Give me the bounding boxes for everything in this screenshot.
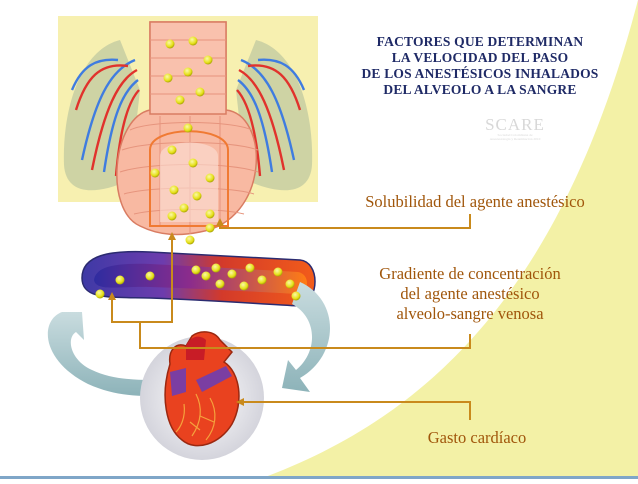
circulation-arrow-icon [47,282,330,396]
background-wedge [260,0,638,479]
label-cardiac-output-text: Gasto cardíaco [427,428,527,447]
label-gradient-line: del agente anestésico [400,284,540,303]
connector-gradient [111,236,471,349]
title-line: LA VELOCIDAD DEL PASO [391,50,569,65]
connector-cardiac [240,401,471,420]
label-cardiac-output: Gasto cardíaco [392,428,562,448]
label-gradient-line: Gradiente de concentración [379,264,561,283]
agent-particles [95,36,301,301]
label-gradient-line: alveolo-sangre venosa [396,304,544,323]
label-gradient: Gradiente de concentración del agente an… [340,264,600,324]
title-line: DE LOS ANESTÉSICOS INHALADOS [361,66,599,81]
connector-solubility [219,214,471,229]
blood-vessel-icon [81,250,316,307]
logo-tagline: Sociedad Colombiana de [497,133,533,137]
title-line: DEL ALVEOLO A LA SANGRE [383,82,577,97]
logo-name: SCARE [485,115,545,134]
logo-tagline: Anestesiología y Reanimación 2010 [489,137,541,141]
title-line: FACTORES QUE DETERMINAN [376,34,584,49]
connector-arrowheads [108,218,244,406]
bottom-divider [0,476,638,479]
label-solubility-text: Solubilidad del agente anestésico [365,192,585,211]
label-solubility: Solubilidad del agente anestésico [335,192,615,212]
scare-logo: SCARE Sociedad Colombiana de Anestesiolo… [455,116,575,141]
diagram-title: FACTORES QUE DETERMINAN LA VELOCIDAD DEL… [335,34,625,98]
